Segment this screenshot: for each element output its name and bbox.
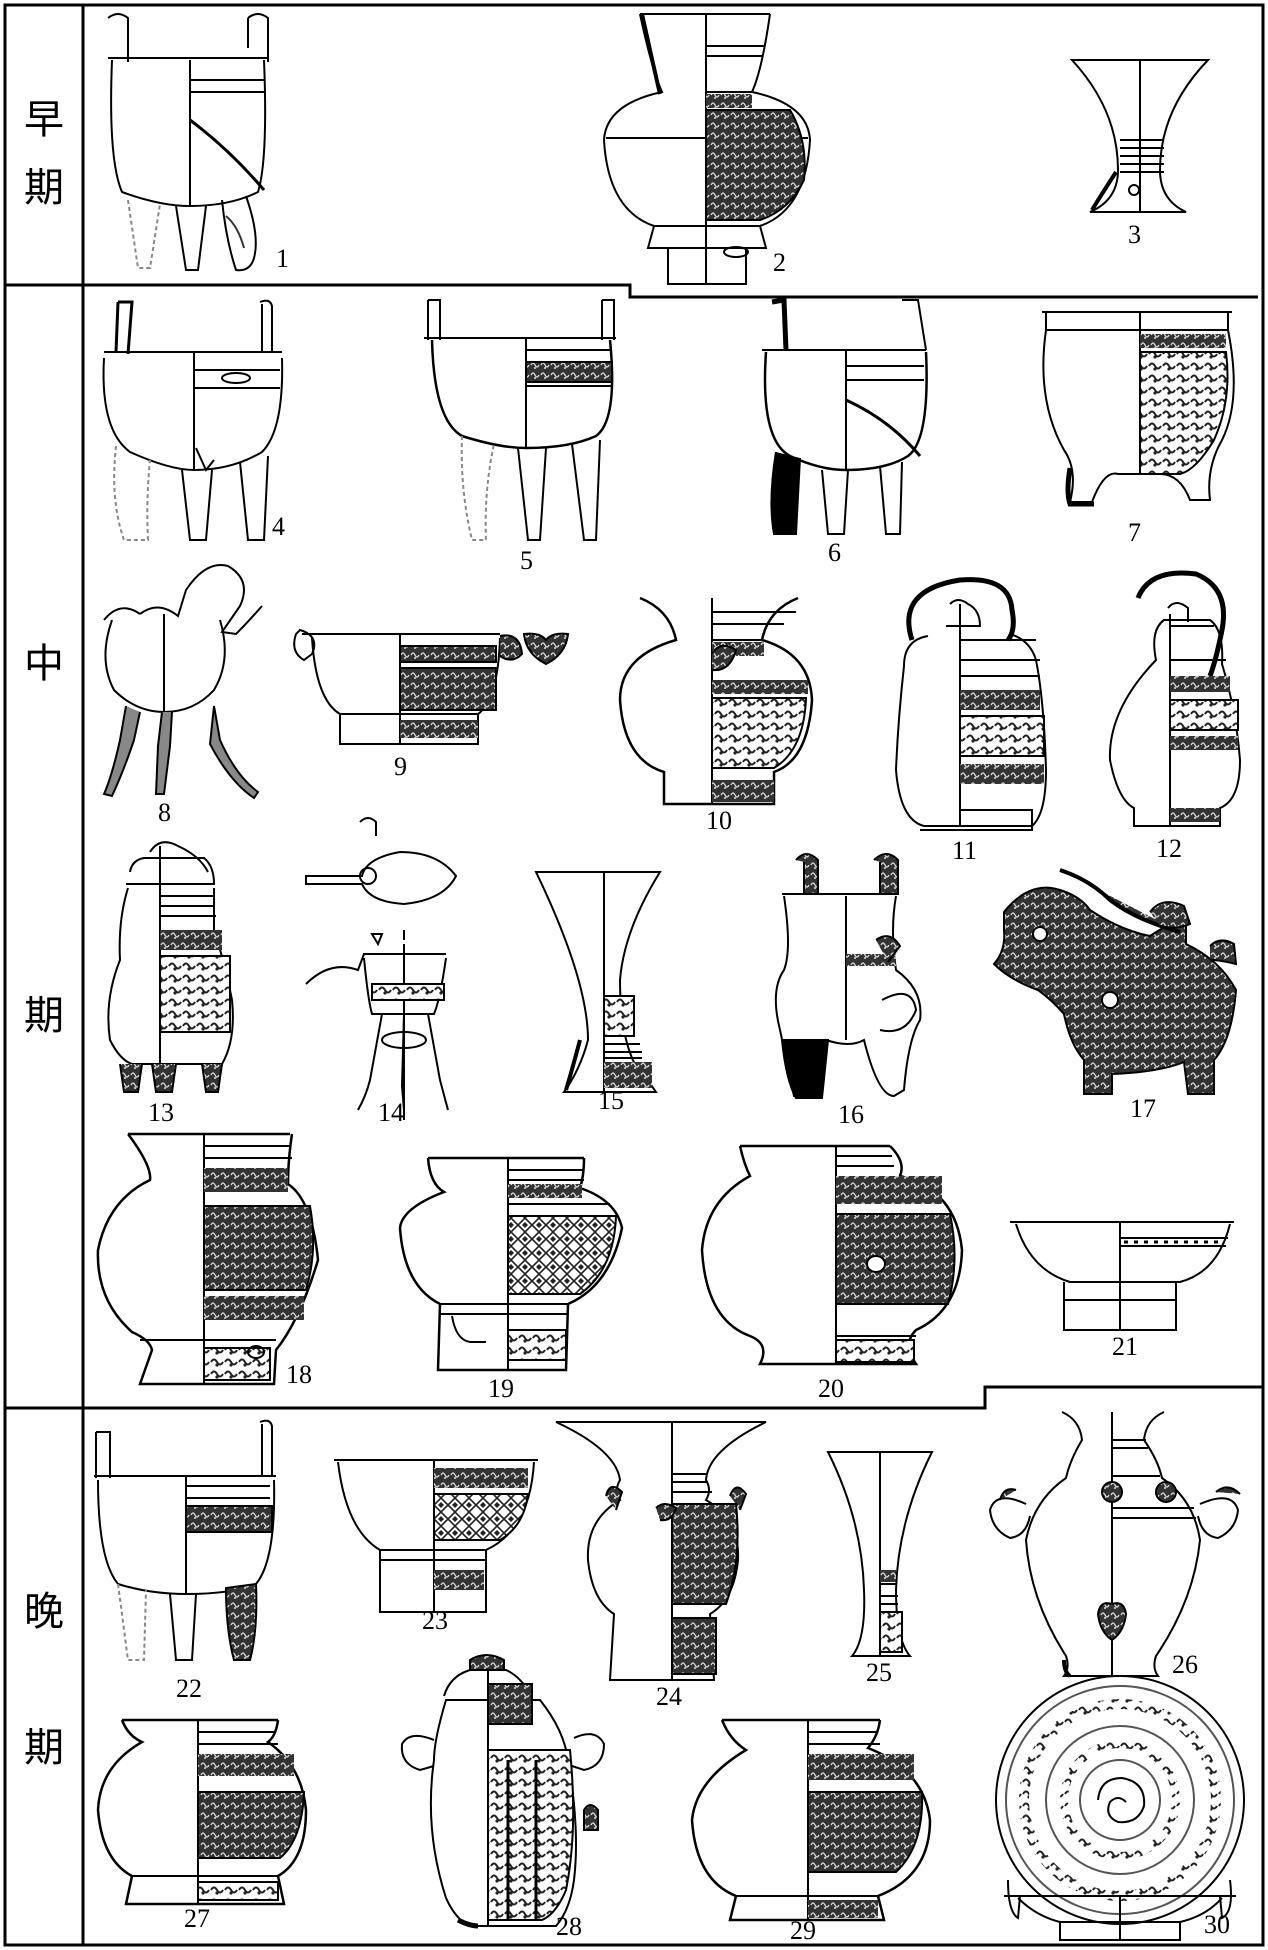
figure-number-28: 28 (556, 1912, 582, 1941)
vessel-figure-20 (700, 1144, 964, 1366)
figure-number-16: 16 (838, 1100, 864, 1129)
vessel-figure-30 (995, 1675, 1245, 1941)
figure-number-26: 26 (1172, 1650, 1198, 1679)
period-early-char-1: 早 (24, 97, 64, 143)
vessel-figure-26 (988, 1411, 1241, 1678)
vessel-figure-2 (602, 13, 812, 285)
vessel-figure-29 (690, 1718, 932, 1922)
vessel-figure-12 (1108, 570, 1242, 827)
figure-number-19: 19 (488, 1374, 514, 1403)
vessel-figure-27 (96, 1718, 308, 1906)
vessel-figure-1 (107, 13, 269, 272)
vessel-figure-25 (826, 1451, 934, 1657)
figure-number-8: 8 (158, 798, 171, 827)
plate-frame (3, 3, 1265, 1947)
vessel-figure-11 (894, 577, 1048, 831)
figure-number-27: 27 (184, 1904, 210, 1933)
figure-number-29: 29 (790, 1916, 816, 1945)
vessel-figure-5 (424, 299, 616, 541)
figure-number-22: 22 (176, 1674, 202, 1703)
period-late-char-1: 晚 (24, 1589, 64, 1635)
vessel-figure-28 (400, 1654, 606, 1929)
figure-number-13: 13 (148, 1098, 174, 1127)
figure-number-15: 15 (598, 1086, 624, 1115)
figure-number-21: 21 (1112, 1332, 1138, 1361)
figure-number-18: 18 (286, 1360, 312, 1389)
figure-number-12: 12 (1156, 834, 1182, 863)
vessel-figure-15 (534, 871, 662, 1093)
figure-number-11: 11 (952, 836, 978, 865)
vessel-figure-10 (618, 596, 814, 806)
vessel-figure-23 (334, 1459, 538, 1613)
figure-number-5: 5 (520, 546, 533, 575)
period-late-char-2: 期 (24, 1725, 64, 1771)
period-early-char-2: 期 (24, 165, 64, 211)
vessel-figure-8 (102, 564, 263, 800)
period-middle-char-1: 中 (24, 641, 64, 687)
figure-number-14: 14 (378, 1098, 404, 1127)
vessel-figure-19 (398, 1156, 624, 1372)
figure-number-30: 30 (1204, 1910, 1230, 1939)
vessel-figure-7 (1042, 311, 1235, 507)
vessel-figure-16 (774, 853, 922, 1099)
vessel-figure-3 (1069, 59, 1211, 213)
vessel-figure-17 (992, 868, 1238, 1095)
vessel-figure-6 (762, 297, 928, 535)
vessel-figure-9 (293, 628, 570, 745)
figure-number-23: 23 (422, 1606, 448, 1635)
figure-number-3: 3 (1128, 220, 1141, 249)
vessel-figure-13 (107, 841, 234, 1093)
figure-number-10: 10 (706, 806, 732, 835)
figure-number-4: 4 (272, 512, 285, 541)
figure-number-24: 24 (656, 1682, 682, 1711)
vessel-figure-21 (1010, 1221, 1234, 1331)
period-middle-char-2: 期 (24, 993, 64, 1039)
figure-number-17: 17 (1130, 1094, 1156, 1123)
figure-number-25: 25 (866, 1658, 892, 1687)
figure-number-1: 1 (276, 244, 289, 273)
figure-number-9: 9 (394, 752, 407, 781)
vessel-figure-18 (96, 1132, 320, 1386)
vessel-figure-14 (305, 817, 458, 1120)
vessel-figure-22 (94, 1419, 276, 1661)
vessel-figure-24 (555, 1421, 767, 1681)
figure-number-7: 7 (1128, 518, 1141, 547)
figure-number-6: 6 (828, 538, 841, 567)
figure-number-20: 20 (818, 1374, 844, 1403)
figure-number-2: 2 (773, 248, 786, 277)
vessel-figure-4 (102, 299, 284, 541)
